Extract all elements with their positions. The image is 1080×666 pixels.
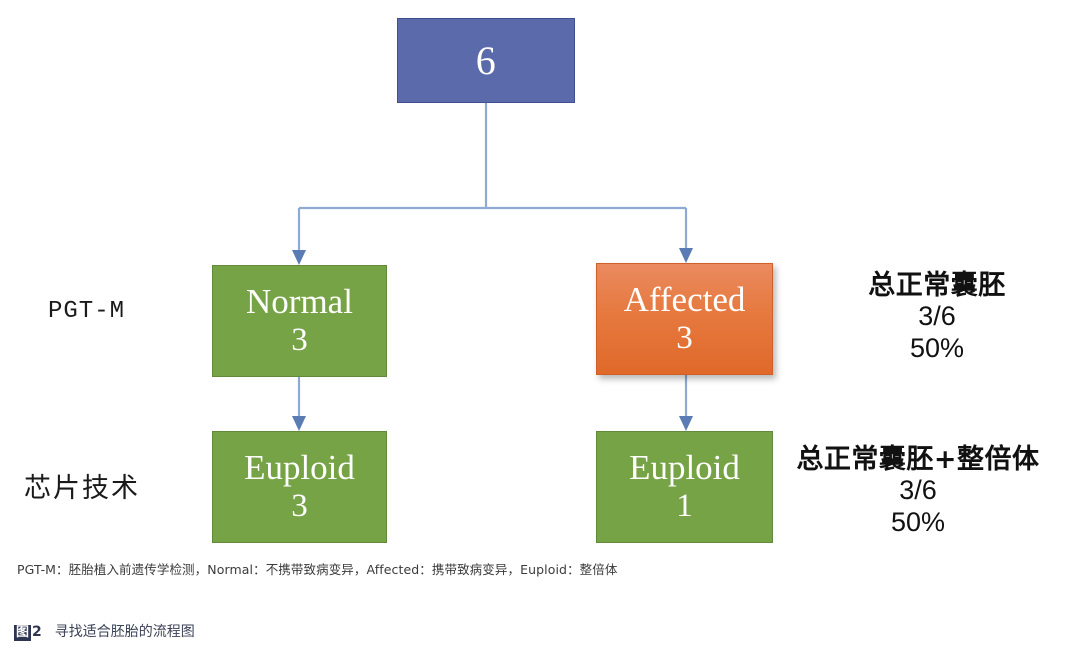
node-euploid-right-count: 1 xyxy=(676,488,693,525)
node-euploid-left-count: 3 xyxy=(291,488,308,525)
node-affected-count: 3 xyxy=(676,320,693,357)
caption-number: 2 xyxy=(32,624,42,640)
annotation-total-normal-percent: 50% xyxy=(909,332,965,363)
node-normal[interactable]: Normal 3 xyxy=(212,265,387,377)
node-euploid-left-title: Euploid xyxy=(244,448,355,488)
arrowhead-to-affected xyxy=(679,248,693,263)
caption-badge: 图 xyxy=(14,625,32,641)
node-normal-count: 3 xyxy=(291,322,308,359)
annotation-total-normal-ratio: 3/6 xyxy=(918,301,956,332)
annotation-total-normal-euploid-percent: 50% xyxy=(890,506,946,537)
stage-label-chip-technology: 芯片技术 xyxy=(24,473,140,504)
node-normal-title: Normal xyxy=(246,282,353,322)
stage-label-pgt-m: PGT-M xyxy=(48,298,126,325)
node-euploid-right-title: Euploid xyxy=(629,448,740,488)
arrowhead-to-euploid-right xyxy=(679,416,693,431)
annotation-total-normal-euploid-ratio: 3/6 xyxy=(899,475,937,506)
figure-footnote: PGT-M：胚胎植入前遗传学检测，Normal：不携带致病变异，Affected… xyxy=(17,562,618,577)
annotation-total-normal: 总正常囊胚 3/6 50% xyxy=(812,270,1062,364)
arrowhead-to-normal xyxy=(292,250,306,265)
caption-text: 寻找适合胚胎的流程图 xyxy=(54,624,195,640)
annotation-total-normal-head: 总正常囊胚 xyxy=(868,270,1006,301)
node-root-total[interactable]: 6 xyxy=(397,18,575,103)
node-root-title: 6 xyxy=(475,37,497,83)
annotation-total-normal-euploid-head: 总正常囊胚+整倍体 xyxy=(796,444,1040,475)
node-affected-title: Affected xyxy=(623,280,746,320)
arrowhead-to-euploid-left xyxy=(292,416,306,431)
node-affected[interactable]: Affected 3 xyxy=(596,263,773,375)
figure-caption: 图 2 寻找适合胚胎的流程图 xyxy=(14,621,195,641)
annotation-total-normal-euploid: 总正常囊胚+整倍体 3/6 50% xyxy=(768,444,1068,538)
node-euploid-left[interactable]: Euploid 3 xyxy=(212,431,387,543)
node-euploid-right[interactable]: Euploid 1 xyxy=(596,431,773,543)
